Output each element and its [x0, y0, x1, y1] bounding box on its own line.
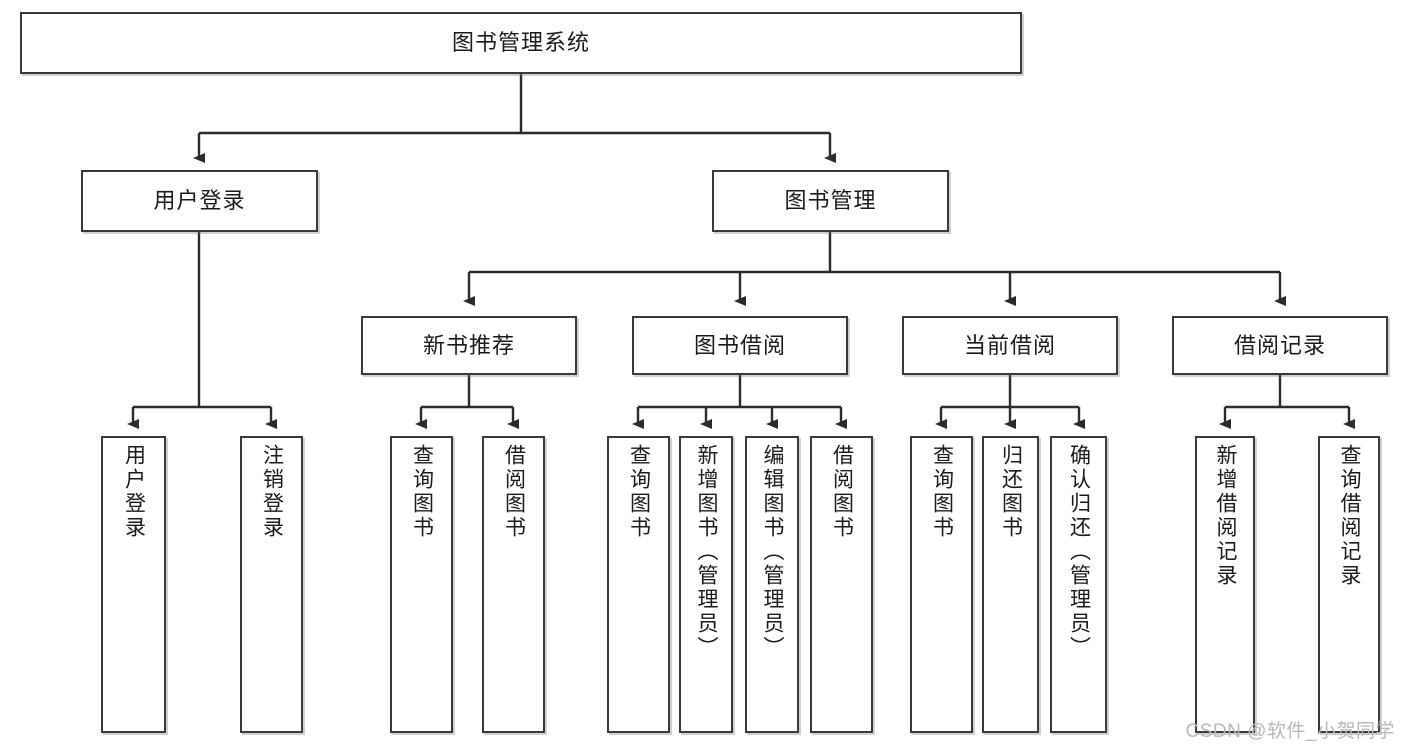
node-leaf-query-book-recommend[interactable]: 查询图书 — [390, 436, 453, 733]
node-user-login-label: 用户登录 — [153, 188, 246, 214]
node-leaf-edit-book-admin[interactable]: 编辑图书（管理员） — [745, 436, 799, 733]
node-leaf-query-book-borrow-label: 查询图书 — [627, 444, 651, 540]
csdn-watermark: CSDN @软件_小贺同学 — [1185, 721, 1395, 742]
node-leaf-logout[interactable]: 注销登录 — [240, 436, 303, 733]
node-leaf-query-book-borrow[interactable]: 查询图书 — [607, 436, 670, 733]
node-book-management-label: 图书管理 — [784, 188, 877, 214]
node-leaf-query-book-current[interactable]: 查询图书 — [910, 436, 973, 733]
node-leaf-query-borrow-record-label: 查询借阅记录 — [1338, 444, 1362, 588]
node-leaf-borrow-book-label: 借阅图书 — [830, 444, 854, 540]
node-leaf-query-book-current-label: 查询图书 — [930, 444, 954, 540]
node-user-login[interactable]: 用户登录 — [81, 170, 318, 232]
node-leaf-borrow-book[interactable]: 借阅图书 — [810, 436, 873, 733]
node-root-label: 图书管理系统 — [451, 30, 590, 56]
node-new-book-recommend-label: 新书推荐 — [422, 332, 515, 358]
node-current-borrow-label: 当前借阅 — [963, 332, 1056, 358]
node-book-borrow[interactable]: 图书借阅 — [632, 316, 848, 375]
node-leaf-confirm-return-admin-label: 确认归还（管理员） — [1067, 444, 1091, 660]
node-leaf-user-login-label: 用户登录 — [122, 444, 146, 540]
node-leaf-logout-label: 注销登录 — [260, 444, 284, 540]
node-leaf-borrow-book-recommend[interactable]: 借阅图书 — [482, 436, 545, 733]
node-leaf-user-login[interactable]: 用户登录 — [101, 436, 166, 733]
node-book-borrow-label: 图书借阅 — [693, 332, 786, 358]
node-borrow-record-label: 借阅记录 — [1233, 332, 1326, 358]
node-current-borrow[interactable]: 当前借阅 — [902, 316, 1118, 375]
node-leaf-query-borrow-record[interactable]: 查询借阅记录 — [1318, 436, 1380, 733]
node-book-management[interactable]: 图书管理 — [712, 170, 949, 232]
node-leaf-edit-book-admin-label: 编辑图书（管理员） — [761, 444, 785, 660]
node-leaf-query-book-recommend-label: 查询图书 — [410, 444, 434, 540]
node-leaf-add-borrow-record-label: 新增借阅记录 — [1214, 444, 1238, 588]
node-leaf-return-book-label: 归还图书 — [999, 444, 1023, 540]
node-leaf-borrow-book-recommend-label: 借阅图书 — [502, 444, 526, 540]
node-leaf-add-borrow-record[interactable]: 新增借阅记录 — [1195, 436, 1255, 733]
node-leaf-add-book-admin-label: 新增图书（管理员） — [695, 444, 719, 660]
node-root[interactable]: 图书管理系统 — [20, 12, 1022, 74]
node-leaf-add-book-admin[interactable]: 新增图书（管理员） — [679, 436, 733, 733]
node-leaf-confirm-return-admin[interactable]: 确认归还（管理员） — [1050, 436, 1107, 733]
node-new-book-recommend[interactable]: 新书推荐 — [361, 316, 577, 375]
node-borrow-record[interactable]: 借阅记录 — [1172, 316, 1388, 375]
node-leaf-return-book[interactable]: 归还图书 — [982, 436, 1039, 733]
